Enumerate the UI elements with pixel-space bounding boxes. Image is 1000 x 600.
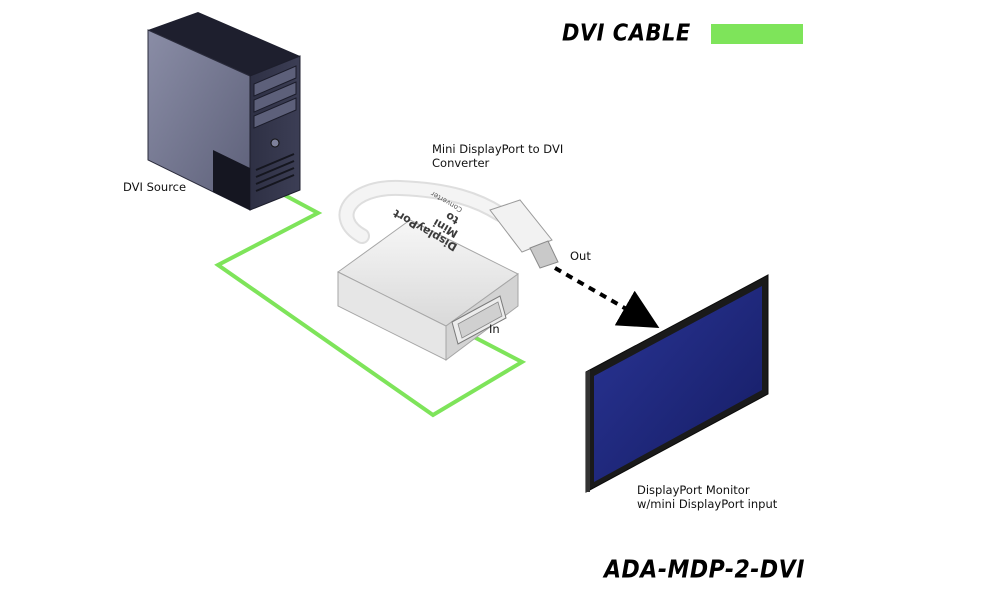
dvi-cable-legend-label: DVI CABLE xyxy=(562,19,691,46)
output-arrow xyxy=(554,266,660,328)
dvi-source-label: DVI Source xyxy=(123,180,187,194)
converter-body-line3: to xyxy=(443,209,461,227)
adapter-cable xyxy=(338,179,508,244)
converter-adapter-icon xyxy=(337,219,519,361)
port-out-label: Out xyxy=(570,249,591,263)
port-in-label: In xyxy=(489,322,500,336)
monitor-icon xyxy=(585,274,769,493)
dvi-cable-legend-swatch xyxy=(711,24,803,44)
mini-displayport-plug-icon xyxy=(489,199,559,269)
model-number: ADA-MDP-2-DVI xyxy=(604,556,805,584)
computer-tower-icon xyxy=(147,12,301,211)
monitor-label-line2: w/mini DisplayPort input xyxy=(637,497,778,511)
converter-caption-line1: Mini DisplayPort to DVI xyxy=(432,142,564,156)
monitor-label-line1: DisplayPort Monitor xyxy=(637,483,750,497)
dvi-cable-line xyxy=(214,188,527,418)
converter-caption-line2: Converter xyxy=(432,156,490,170)
